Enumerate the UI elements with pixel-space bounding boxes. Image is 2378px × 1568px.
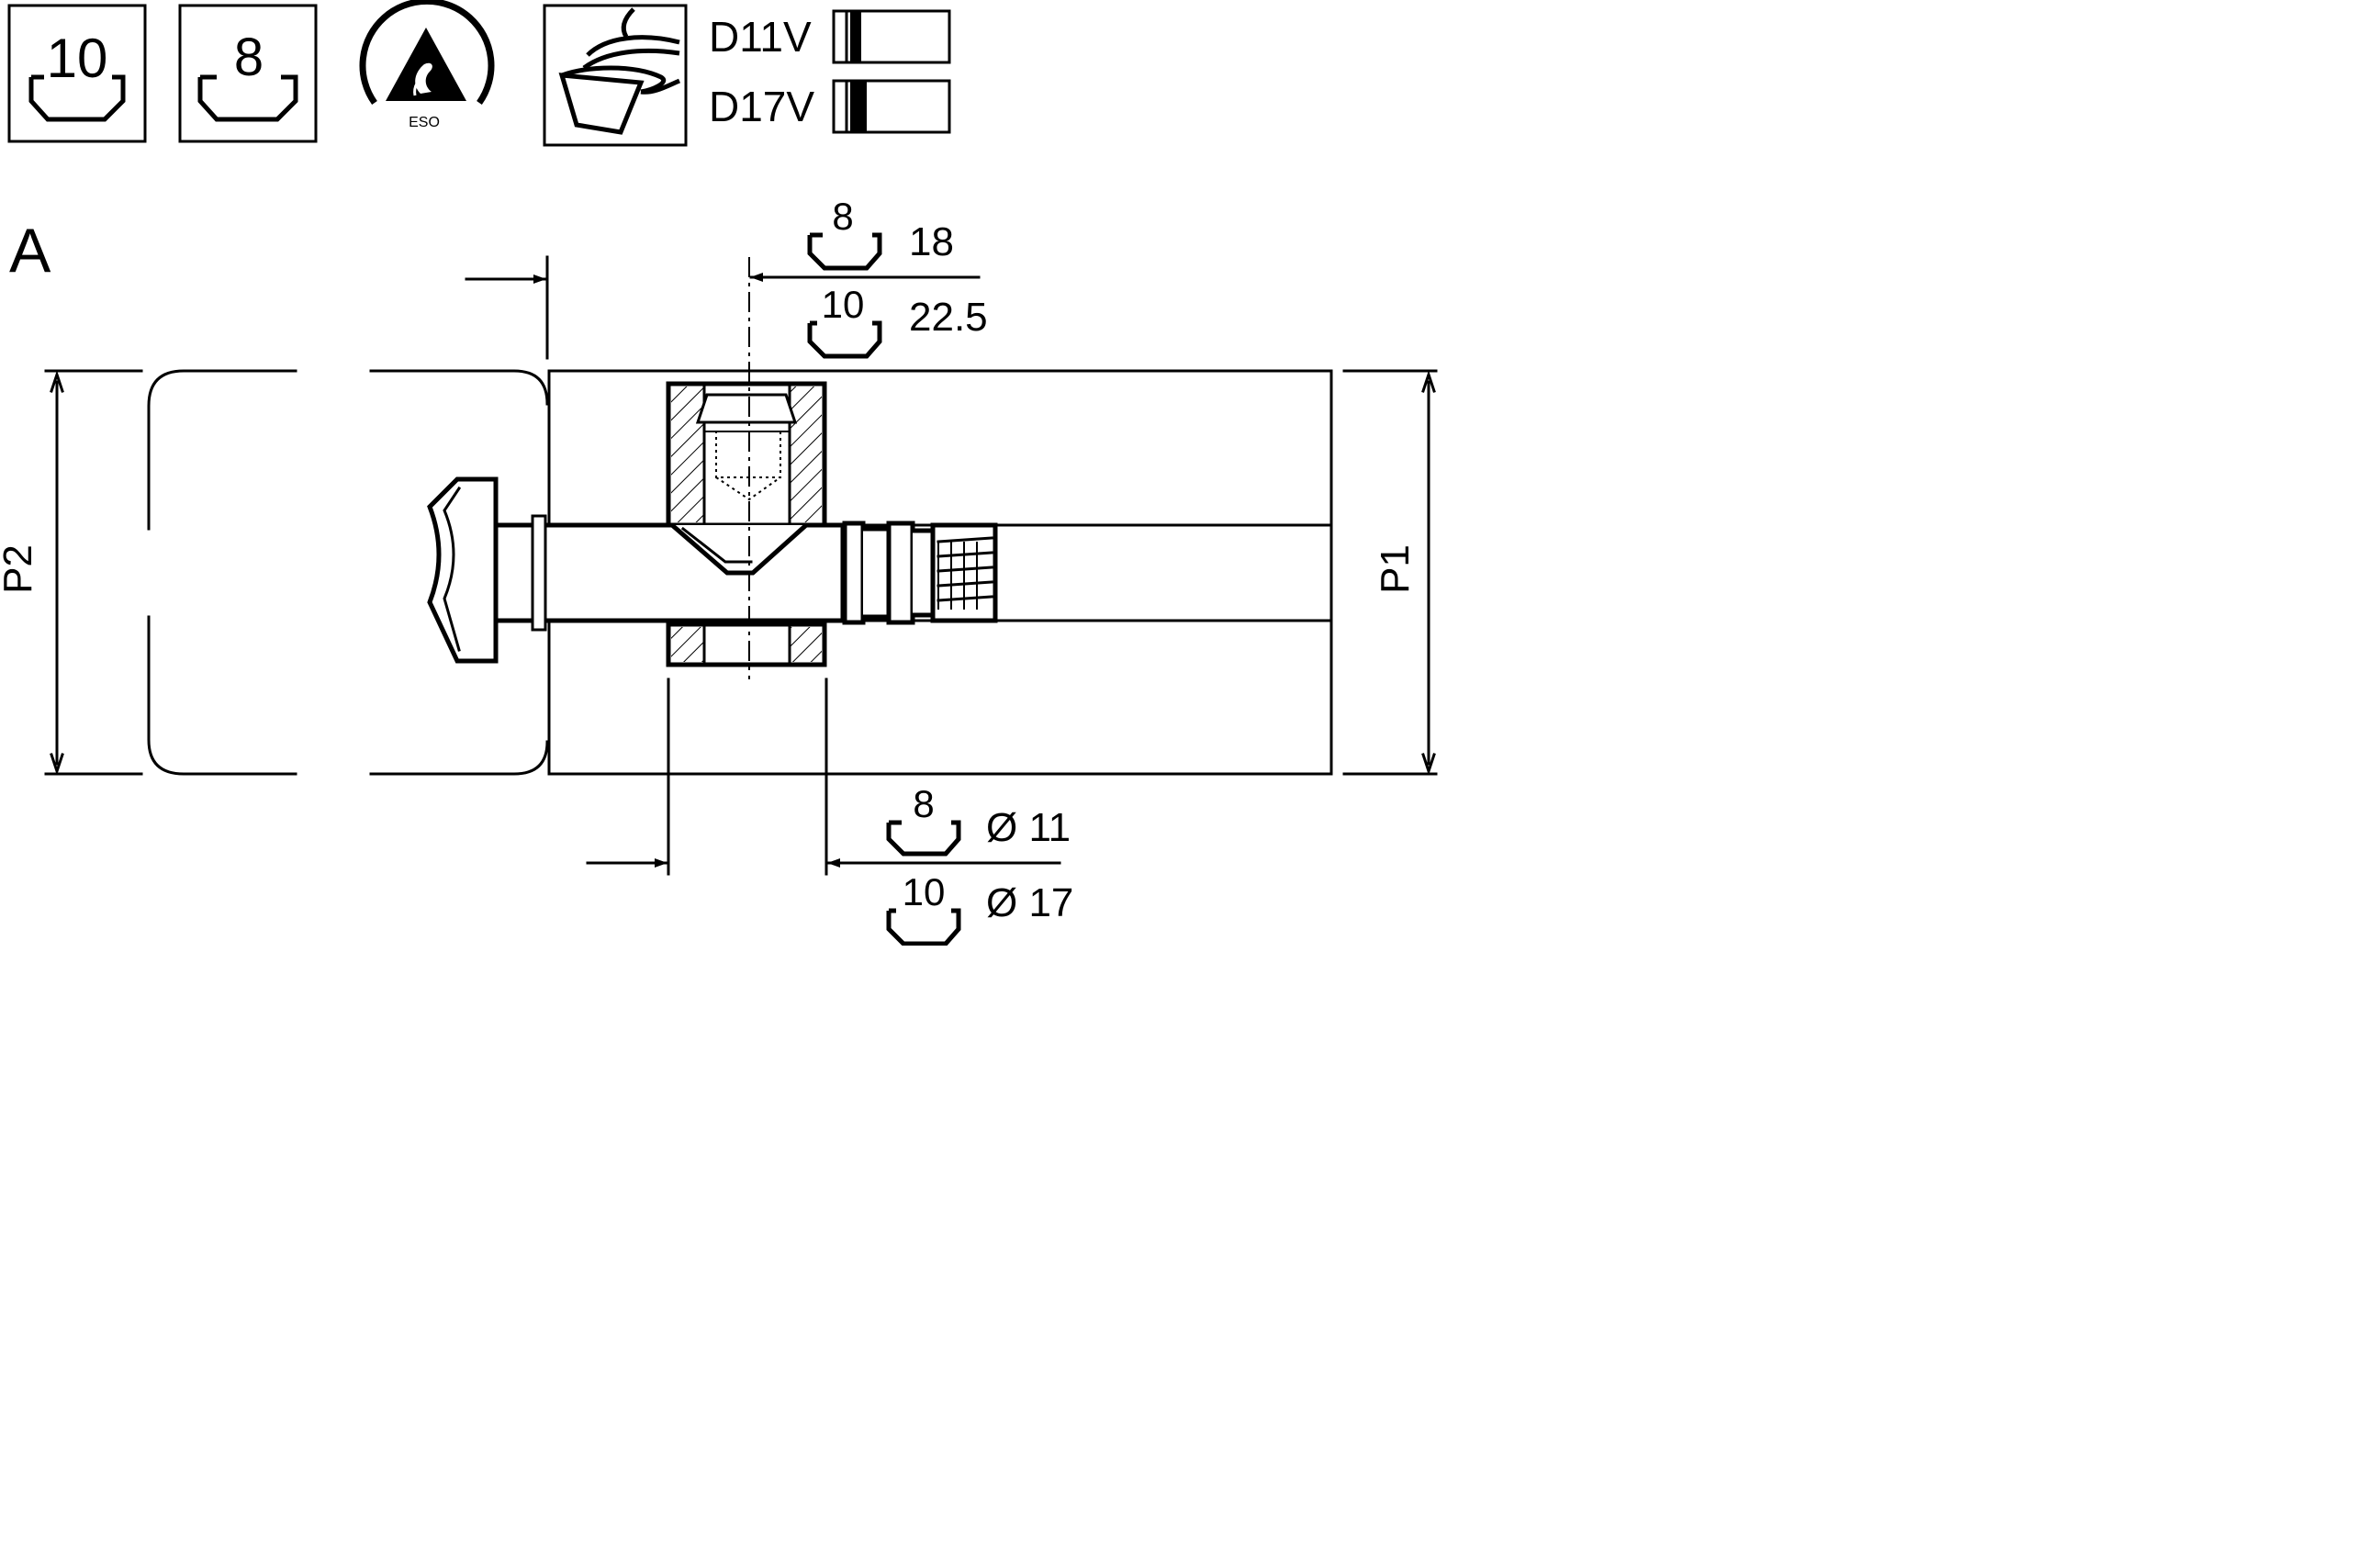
esd-label: ESO [409, 115, 440, 130]
bit-size-10-label: 10 [47, 28, 108, 89]
bottom-dimension-callout: 8 Ø 11 10 Ø 17 [586, 782, 1073, 946]
connector-assembly [427, 257, 1333, 679]
variant-d11v-label: D11V [709, 13, 812, 61]
bit-size-8-icon: 8 [178, 4, 318, 143]
bit-size-10-icon: 10 [7, 4, 147, 143]
bit-tool-icon [543, 4, 688, 147]
variant-d17v: D17V [709, 79, 951, 134]
left-panel: P2 [0, 369, 549, 776]
top-dimension-callout: 8 18 10 22.5 [465, 195, 988, 360]
bottom-bit-10-value: Ø 17 [986, 880, 1073, 925]
variant-d17v-label: D17V [709, 83, 814, 130]
bit-size-8-label: 8 [234, 28, 264, 87]
top-bit-10-value: 22.5 [909, 295, 988, 340]
panel-label-p1: P1 [1373, 544, 1418, 594]
top-bit-10-label: 10 [822, 283, 865, 326]
technical-drawing: 10 8 ESO D11V D17V A [0, 0, 1438, 946]
bottom-bit-8-value: Ø 11 [986, 805, 1071, 850]
view-label: A [9, 216, 51, 286]
panel-label-p2: P2 [0, 544, 40, 594]
top-bit-8-value: 18 [909, 219, 954, 264]
top-bit-8-label: 8 [832, 195, 853, 238]
bottom-bit-10-label: 10 [903, 870, 946, 913]
esd-icon: ESO [359, 0, 495, 130]
variant-d11v: D11V [709, 9, 951, 64]
bottom-bit-8-label: 8 [913, 782, 934, 825]
